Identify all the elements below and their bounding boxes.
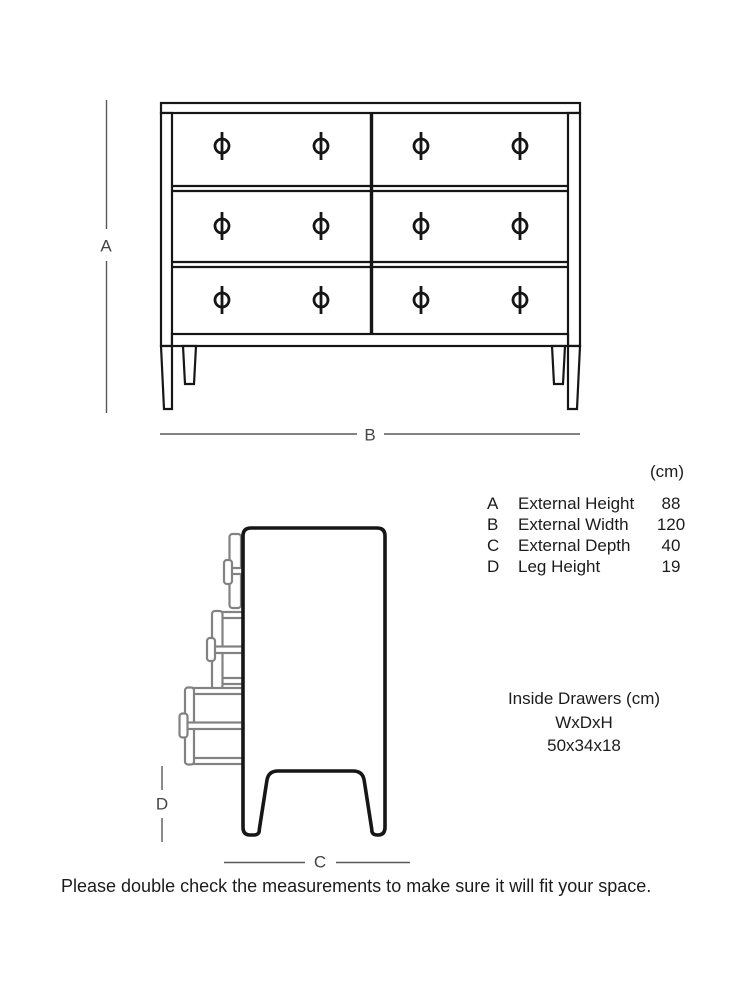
inside-drawers-info: Inside Drawers (cm) WxDxH 50x34x18 [508,687,660,758]
dimension-value: 120 [656,515,686,534]
dimension-value: 40 [661,536,681,555]
dimension-key: B [487,515,499,534]
side-drawer-knob [178,712,189,739]
front-left-panel [159,111,174,348]
dim-label-d: D [155,794,169,814]
dim-label-c: C [313,852,327,872]
side-drawer-knob [222,558,234,586]
dimension-key: A [487,494,499,513]
dimension-lines [105,100,580,864]
drawer-handle-icon [412,132,430,160]
dimension-value: 19 [661,557,681,576]
drawer-handle-icon [511,286,529,314]
drawer-handle-icon [412,286,430,314]
drawer-handle-icon [511,212,529,240]
drawer-handle-icon [511,132,529,160]
front-left-inner-leg [181,344,198,386]
dimension-key: C [487,536,500,555]
dimension-key: D [487,557,500,576]
dimension-name: Leg Height [518,557,601,576]
front-right-inner-leg [550,344,567,386]
inside-drawers-format: WxDxH [555,712,613,732]
drawer-handle-icon [312,132,330,160]
unit-header: (cm) [650,462,684,481]
dimension-name: External Width [518,515,629,534]
dimension-name: External Depth [518,536,631,555]
dim-label-a: A [100,236,112,256]
front-left-outer-leg [159,344,174,411]
side-drawer-rail [191,686,247,696]
drawer-handle-icon [213,132,231,160]
front-right-outer-leg [566,344,582,411]
drawer-handle-icon [213,212,231,240]
front-right-panel [566,111,582,348]
inside-drawers-size: 50x34x18 [547,736,621,755]
dimension-name: External Height [518,494,635,513]
drawer-handle-icon [412,212,430,240]
dimensions-table: A External Height 88 B External Width 12… [487,493,695,577]
dim-label-b: B [364,425,376,445]
side-drawer-shaft [180,721,247,731]
side-view-body [241,526,387,837]
drawer-handle-icon [213,286,231,314]
inside-drawers-title: Inside Drawers (cm) [507,689,661,708]
side-drawer-knob [205,636,217,663]
side-view-drawers [178,532,247,766]
side-drawer-rail [191,756,247,766]
drawer-handle-icon [312,212,330,240]
drawer-handle-icon [312,286,330,314]
front-bottom-rail [170,332,570,348]
front-view-drawing [159,101,582,411]
front-top-panel [159,101,582,115]
front-handles [213,132,529,314]
measurement-note: Please double check the measurements to … [61,876,652,896]
dimension-value: 88 [661,494,681,513]
